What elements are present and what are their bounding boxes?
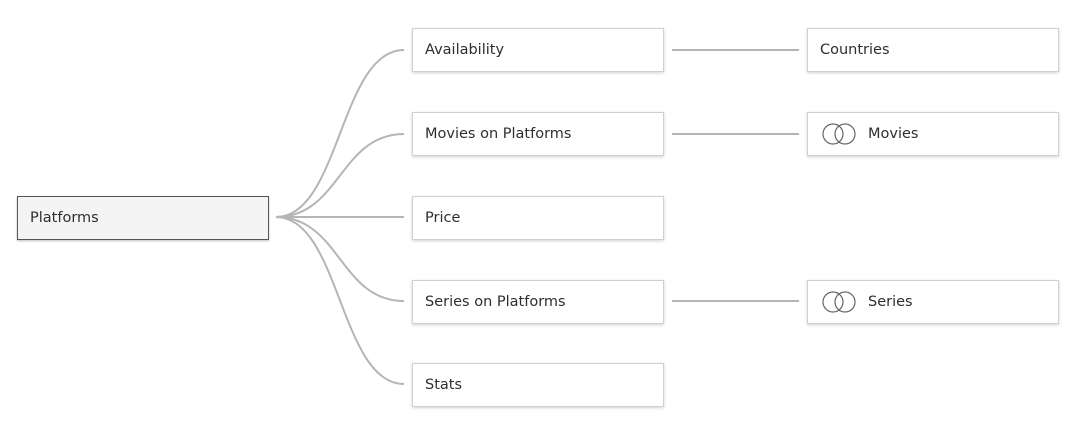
child-node-label: Movies on Platforms — [425, 126, 572, 142]
child-node-price[interactable]: Price — [412, 196, 664, 240]
related-node-label: Movies — [868, 126, 919, 142]
related-tables-icon — [820, 122, 860, 146]
child-node-series-on-platforms[interactable]: Series on Platforms — [412, 280, 664, 324]
child-node-label: Stats — [425, 377, 463, 393]
child-node-movies-on-platforms[interactable]: Movies on Platforms — [412, 112, 664, 156]
child-node-stats[interactable]: Stats — [412, 363, 664, 407]
related-node-movies[interactable]: Movies — [807, 112, 1059, 156]
related-tables-icon — [820, 290, 860, 314]
connector-root-stats — [275, 216, 405, 385]
child-node-label: Series on Platforms — [425, 294, 566, 310]
connector-root-series-on-platforms — [275, 216, 405, 302]
root-node-platforms[interactable]: Platforms — [17, 196, 269, 240]
related-node-label: Series — [868, 294, 913, 310]
related-node-countries[interactable]: Countries — [807, 28, 1059, 72]
child-node-label: Price — [425, 210, 461, 226]
child-node-availability[interactable]: Availability — [412, 28, 664, 72]
connector-root-movies-on-platforms — [275, 133, 405, 218]
root-node-label: Platforms — [30, 210, 99, 226]
child-node-label: Availability — [425, 42, 505, 58]
related-node-series[interactable]: Series — [807, 280, 1059, 324]
connector-root-availability — [275, 49, 405, 218]
related-node-label: Countries — [820, 42, 890, 58]
